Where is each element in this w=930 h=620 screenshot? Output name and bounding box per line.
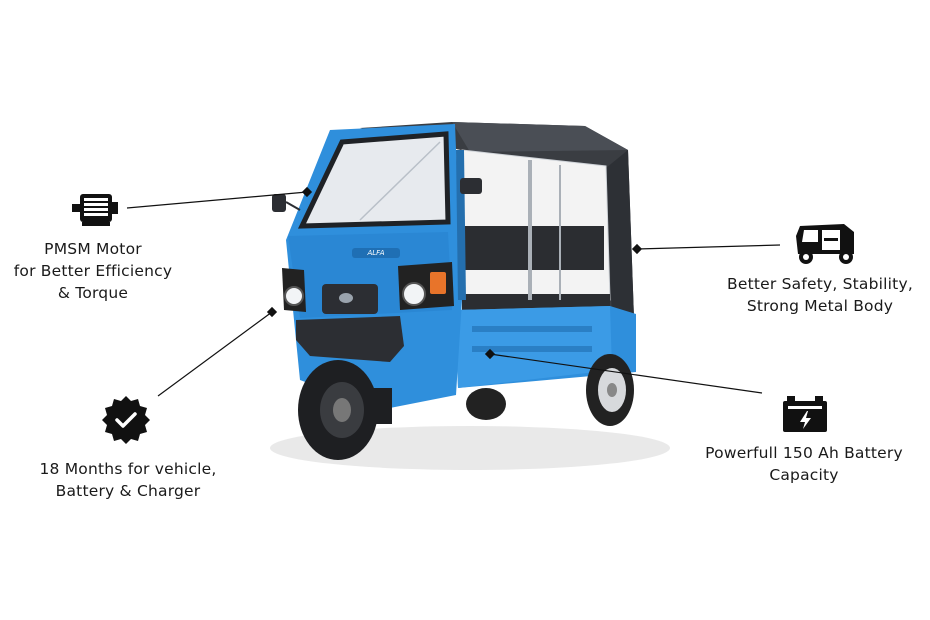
mudguard [372,388,392,424]
callout-line-body [636,244,781,250]
battery-icon [781,394,829,438]
feature-motor: PMSM Motor for Better Efficiency & Torqu… [0,238,186,304]
rear-wheel-left [466,388,506,420]
callout-line-warranty [157,311,273,397]
canopy [360,122,634,318]
callout-lines [126,186,781,397]
feature-battery-line-1: Powerfull 150 Ah Battery [705,444,903,462]
passenger-cabin [461,149,611,310]
rear-wheel-right [586,354,634,426]
rear-body [455,306,636,388]
auto-rickshaw-icon [790,220,860,270]
feature-body: Better Safety, Stability, Strong Metal B… [712,273,928,317]
feature-motor-line-1: PMSM Motor [44,240,142,258]
callout-marker-body [631,243,643,255]
feature-motor-line-3: & Torque [57,284,129,302]
callout-marker-battery [484,348,496,360]
callout-marker-motor [301,186,313,198]
feature-motor-line-2: for Better Efficiency [13,262,173,280]
vehicle-badge: ALFA [367,249,385,257]
feature-body-line-1: Better Safety, Stability, [727,275,913,293]
feature-battery-line-2: Capacity [769,466,839,484]
feature-body-line-2: Strong Metal Body [746,297,894,315]
callout-line-battery [489,353,763,394]
feature-warranty-line-1: 18 Months for vehicle, [39,460,217,478]
feature-battery: Powerfull 150 Ah Battery Capacity [690,442,918,486]
callout-line-motor [126,191,308,209]
callout-marker-warranty [266,306,278,318]
feature-warranty: 18 Months for vehicle, Battery & Charger [28,458,228,502]
check-badge-icon [100,394,152,450]
motor-icon [70,190,120,232]
front-cabin [272,124,482,410]
front-wheel [298,360,378,460]
feature-warranty-line-2: Battery & Charger [55,482,201,500]
